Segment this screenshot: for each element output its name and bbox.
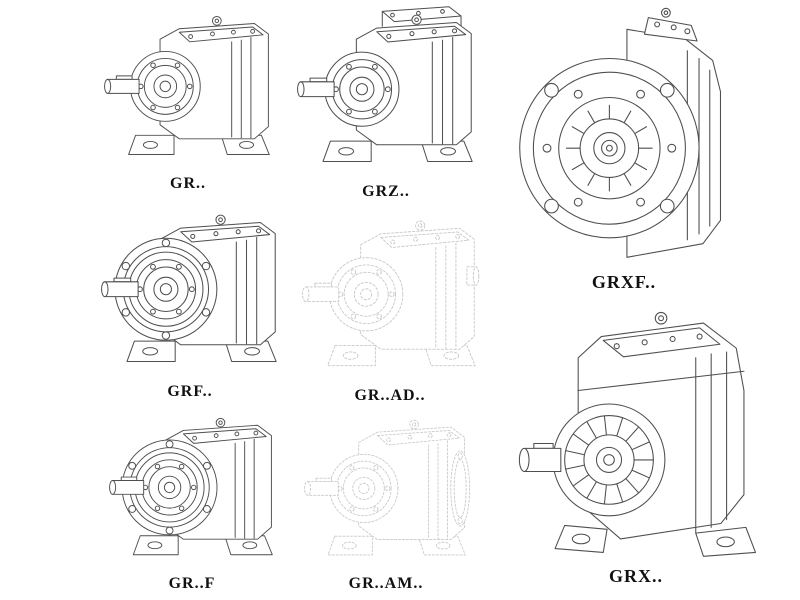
catalog-item-gr: GR.. [88,4,288,196]
grfoot-gearbox-drawing [88,408,296,572]
model-label-grx: GRX.. [609,566,663,586]
model-label-grxf: GRXF.. [591,272,657,292]
grf-flange-gearbox-drawing [88,204,292,380]
catalog-item-grx: GRX.. [498,296,774,588]
gr-helical-gearbox-drawing [88,6,288,172]
catalog-item-grz: GRZ.. [288,2,484,204]
gram-flange-gearbox-drawing [286,410,486,572]
grxf-flange-gearbox-drawing [519,7,722,258]
grx-gearbox-drawing [518,311,757,557]
grad-adapter-gearbox-drawing [286,210,494,384]
catalog-item-grxf: GRXF.. [498,0,750,294]
catalog-item-gram: GR..AM.. [286,408,486,596]
model-label-grad: GR..AD.. [354,387,426,404]
model-label-grz: GRZ.. [362,183,410,200]
model-label-gr: GR.. [170,175,206,192]
catalog-item-grad: GR..AD.. [286,208,494,408]
model-label-grf: GRF.. [167,383,213,400]
grz-helical-gearbox-drawing [288,4,484,180]
model-label-gram: GR..AM.. [348,575,424,592]
catalog-item-grf: GRF.. [88,202,292,404]
model-label-grfoot: GR..F [168,575,216,592]
catalog-item-grfoot: GR..F [88,406,296,596]
